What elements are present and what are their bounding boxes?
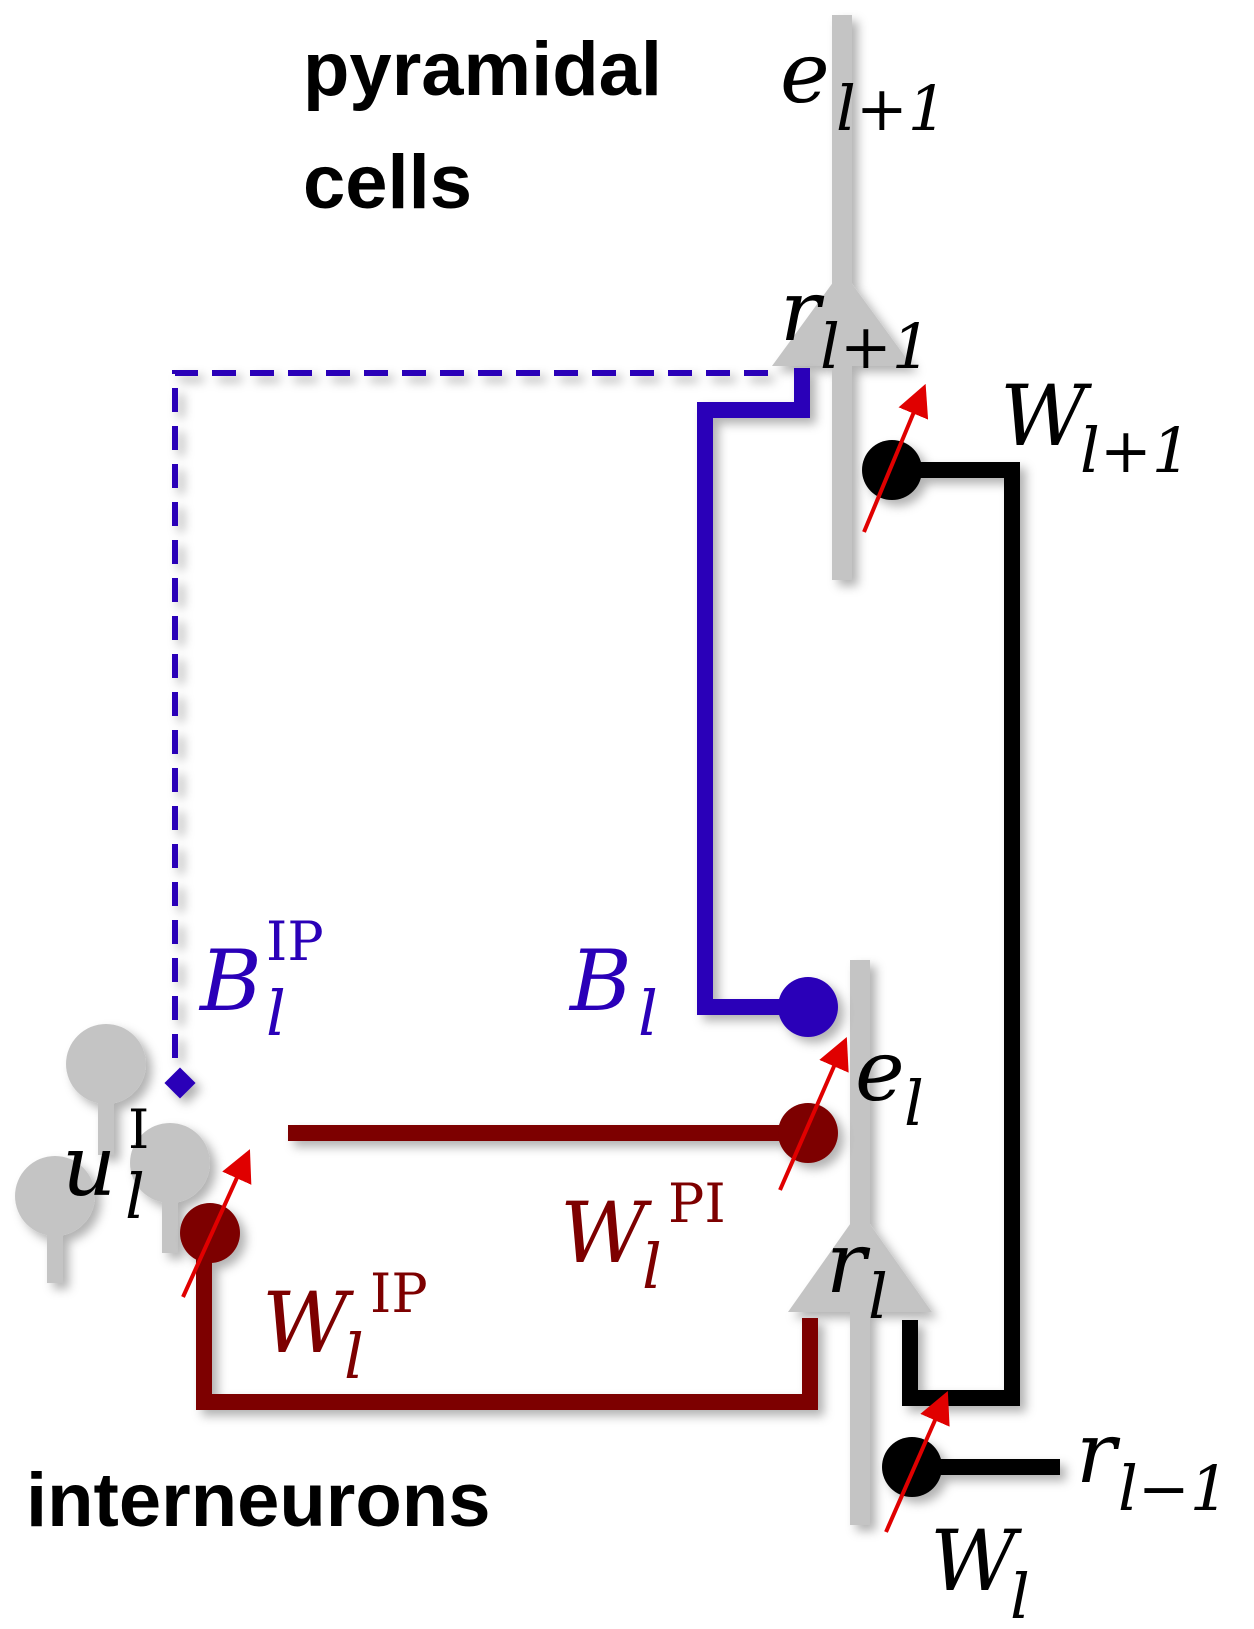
svg-text:r: r [780,262,825,360]
interneuron [66,1024,146,1155]
symbol-e-lower: e l [855,1022,924,1140]
svg-text:l: l [125,1160,145,1233]
plastic-arrow-icon [181,1149,252,1298]
svg-text:IP: IP [266,910,324,973]
svg-text:W: W [1000,367,1093,465]
connection-W-ip [196,1233,818,1410]
svg-text:W: W [262,1274,355,1372]
svg-text:B: B [568,932,632,1030]
synapse-W-upper [862,440,922,500]
svg-text:l: l [344,1320,364,1393]
synapse-W-pi [778,1103,838,1163]
svg-text:l: l [868,1260,888,1333]
interneuron [15,1156,95,1283]
svg-text:l+1: l+1 [1080,414,1191,487]
svg-text:l: l [904,1067,924,1140]
symbol-B-ip: B l IP [198,910,324,1050]
upper-pyramidal-cell [772,15,912,580]
svg-text:W: W [930,1512,1023,1610]
symbol-u-i: u l I [62,1098,149,1233]
feedback-connection-B [697,368,810,1015]
svg-text:l: l [642,1230,662,1303]
plastic-arrow-icon [778,1037,849,1191]
symbol-W-upper: W l+1 [1000,367,1191,487]
svg-text:I: I [128,1098,149,1161]
svg-text:IP: IP [370,1262,428,1325]
symbol-r-upper: r l+1 [780,262,931,383]
svg-text:r: r [1076,1404,1121,1502]
symbol-W-ip: W l IP [262,1262,428,1393]
symbol-r-lower: r l [826,1214,888,1333]
symbol-W-pi: W l PI [560,1172,726,1303]
svg-text:l: l [1010,1560,1030,1629]
interneurons-label: interneurons [26,1458,491,1543]
pyramidal-label-line1: pyramidal [303,27,662,112]
forward-pathway [862,440,1060,1497]
interneuron-cluster [15,1024,210,1283]
synapse-B [778,977,838,1037]
svg-text:l+1: l+1 [836,72,947,145]
plastic-arrow-icon [862,383,929,533]
svg-text:u: u [62,1117,116,1215]
svg-text:PI: PI [668,1172,726,1235]
lower-pyramidal-cell [788,960,932,1525]
symbol-B: B l [568,932,658,1050]
pyramidal-label-line2: cells [303,140,472,225]
symbol-W-lower: W l [930,1512,1030,1629]
feedback-connection-B-ip [172,370,768,1070]
svg-text:l: l [638,977,658,1050]
svg-text:r: r [826,1214,871,1312]
symbol-e-upper: e l+1 [780,24,947,145]
upper-pyramidal-soma [772,270,912,366]
svg-text:e: e [855,1022,905,1120]
synapse-W-lower [882,1437,942,1497]
svg-text:B: B [198,932,262,1030]
svg-text:l: l [266,977,286,1050]
svg-text:l+1: l+1 [820,310,931,383]
svg-text:W: W [560,1184,653,1282]
interneuron [130,1123,210,1253]
svg-text:l−1: l−1 [1118,1452,1229,1525]
lateral-pathway [180,1103,838,1410]
svg-text:e: e [780,24,830,122]
forward-connection-l-to-l1 [892,462,1020,1406]
lower-pyramidal-soma [788,1210,932,1312]
plasticity-arrows [181,383,950,1533]
synapse-B-ip [164,1067,196,1099]
symbol-r-prev: r l−1 [1076,1404,1229,1525]
plastic-arrow-icon [884,1391,950,1533]
